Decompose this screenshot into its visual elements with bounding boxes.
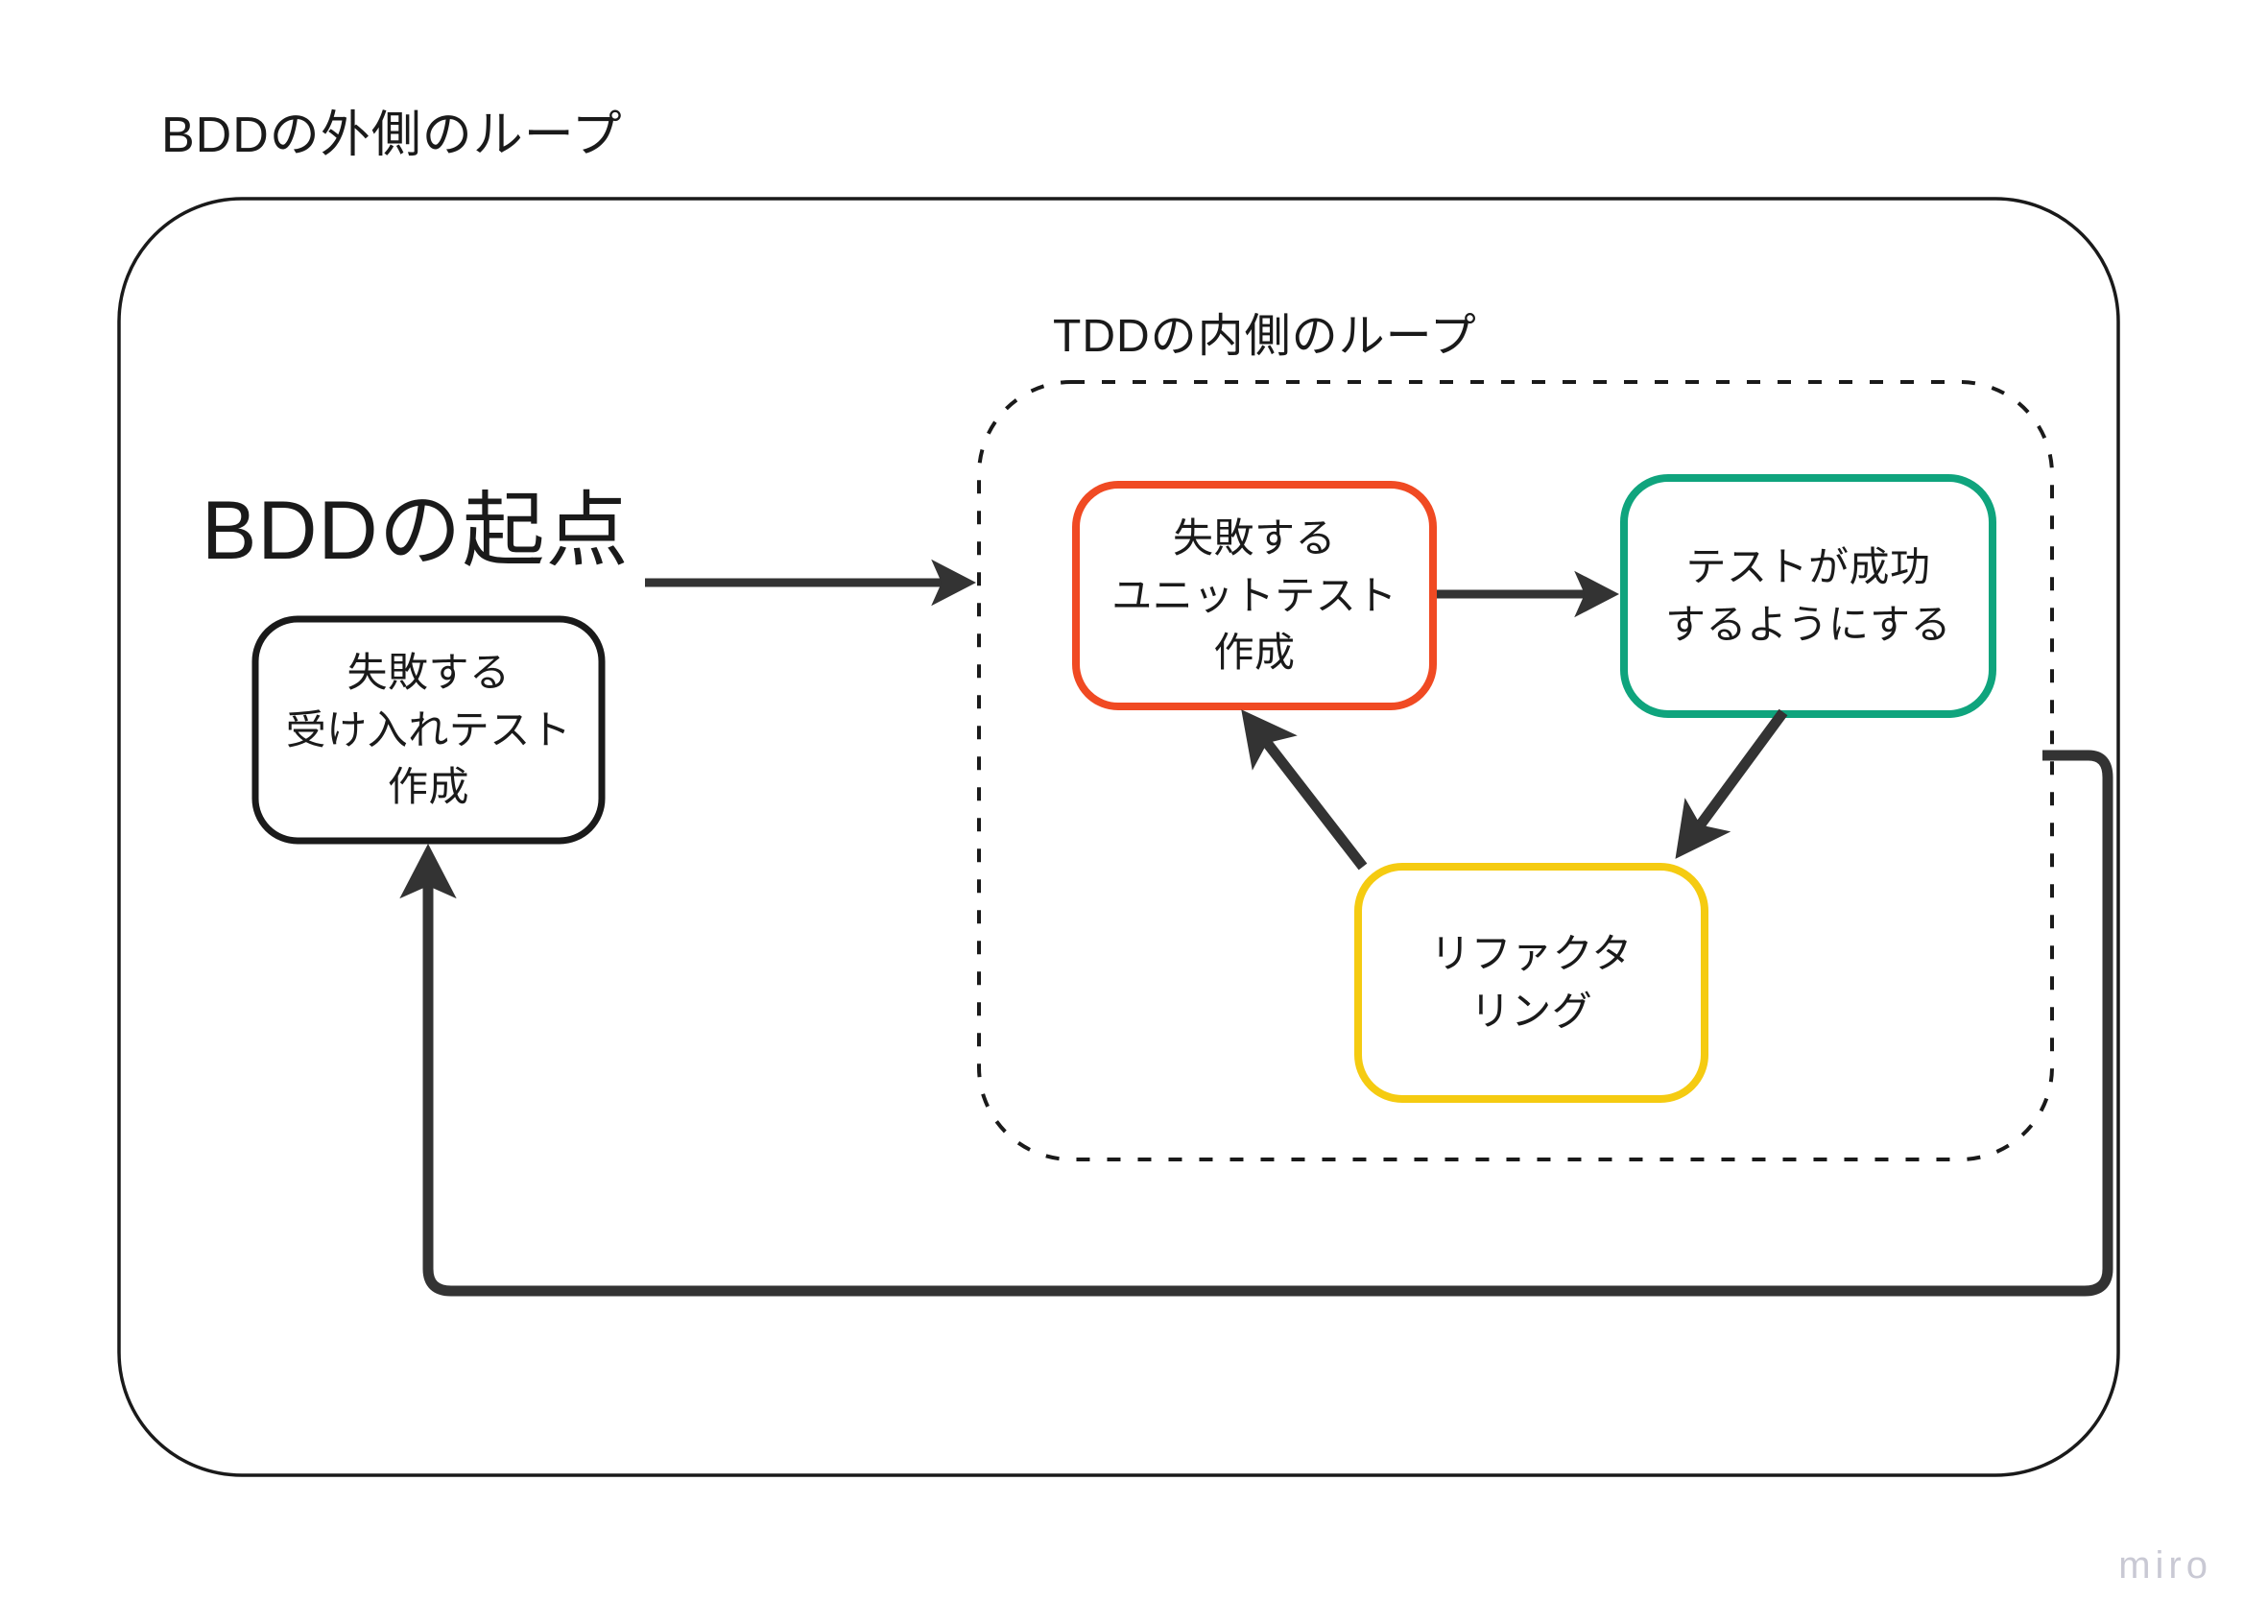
connector-pass-to-refactor <box>1675 708 1788 859</box>
inner-loop-caption: TDDの内側のループ <box>1053 311 1477 362</box>
inner-loop-container <box>977 380 2054 1161</box>
bdd-start-label: BDDの起点 <box>202 485 630 577</box>
connector-outer-feedback-loop <box>399 750 2113 1297</box>
miro-watermark: miro <box>2118 1544 2212 1587</box>
connector-refactor-to-unit-test <box>1241 709 1368 871</box>
outer-loop-container <box>117 197 2120 1477</box>
outer-loop-caption: BDDの外側のループ <box>161 107 623 163</box>
node-refactoring[interactable] <box>1354 863 1708 1103</box>
node-make-test-pass[interactable] <box>1620 474 1996 718</box>
node-failing-unit-test[interactable] <box>1072 481 1437 710</box>
node-failing-acceptance-test[interactable] <box>251 615 606 845</box>
